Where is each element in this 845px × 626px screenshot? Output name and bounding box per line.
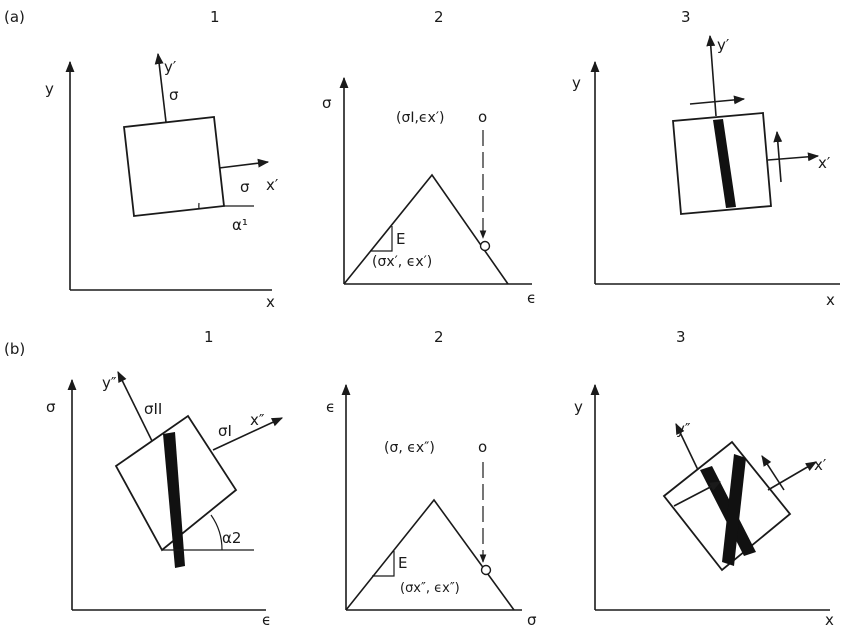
- panel-b1-crack-band: [163, 432, 185, 568]
- panel-a2-label-E: E: [396, 230, 405, 248]
- panel-b2-state-point: [480, 564, 492, 576]
- panel-a1-label-yprime: y′: [164, 58, 177, 76]
- panel-a1-x-prime-arrow: [218, 158, 270, 169]
- panel-a3-label-xprime: x′: [818, 154, 831, 172]
- panel-a1-label-sigma-y: σ: [169, 86, 179, 104]
- panel-b2-axis-x-label: σ: [527, 611, 537, 626]
- row-a: (a) 1 y x y′ σ σ x′ α¹ 2 σ ϵ: [4, 8, 840, 311]
- panel-a3-normal-arrow-top: [689, 95, 746, 105]
- panel-a2-slope-triangle: [370, 226, 393, 252]
- panel-b3-crack-band-2: [722, 454, 746, 566]
- panel-b3-normal-arrow-left: [673, 481, 721, 507]
- panel-b3: 3 y x y″ x′: [574, 328, 834, 626]
- panel-a2-state-point: [479, 240, 491, 252]
- panel-a2-label-o: o: [478, 108, 487, 126]
- panel-b1-label-sigma-II: σII: [144, 400, 162, 418]
- panel-b2-label-E: E: [398, 554, 407, 572]
- panel-b2-number: 2: [434, 328, 444, 346]
- panel-b2-label-o: o: [478, 438, 487, 456]
- panel-a3-shear-arrow-right: [773, 130, 783, 183]
- panel-a3-number: 3: [681, 8, 691, 26]
- panel-b2-slope-triangle: [372, 551, 395, 577]
- panel-b2-axis-y-label: ϵ: [326, 398, 335, 416]
- panel-a2-axis-x-label: ϵ: [527, 289, 536, 307]
- panel-a2: 2 σ ϵ E (σI,ϵx′) o (σx′, ϵx′): [322, 8, 536, 307]
- panel-b3-label-ydoubleprime: y″: [676, 420, 691, 438]
- panel-a2-number: 2: [434, 8, 444, 26]
- panel-b1: 1 σ ϵ y″ σII σI x″ α2: [46, 328, 284, 626]
- panel-a1-label-sigma-x: σ: [240, 178, 250, 196]
- panel-b3-number: 3: [676, 328, 686, 346]
- panel-b1-x-double-prime-arrow: [212, 417, 284, 451]
- panel-b3-axis-x-label: x: [825, 611, 834, 626]
- row-a-label: (a): [4, 8, 25, 26]
- panel-a2-axis-y-label: σ: [322, 94, 332, 112]
- panel-b2: 2 ϵ σ E (σ, ϵx″) o (σx″, ϵx″): [326, 328, 537, 626]
- panel-b1-number: 1: [204, 328, 214, 346]
- panel-a3-label-yprime: y′: [717, 36, 730, 54]
- panel-b3-axis-y-label: y: [574, 398, 583, 416]
- panel-b3-shear-arrow-right: [761, 455, 785, 491]
- panel-a1-axis-x-label: x: [266, 293, 275, 311]
- panel-b2-label-start-point: (σ, ϵx″): [384, 440, 435, 456]
- panel-a1-y-prime-arrow: [154, 52, 167, 123]
- panel-a1-element: [123, 116, 225, 217]
- row-b-label: (b): [4, 340, 25, 358]
- panel-a2-label-start-point: (σI,ϵx′): [396, 110, 444, 126]
- panel-a2-label-end-point: (σx′, ϵx′): [372, 254, 432, 270]
- panel-b1-angle-arc: [210, 514, 223, 551]
- panel-b1-axis-y-label: σ: [46, 398, 56, 416]
- panel-b3-y-double-prime-arrow: [675, 422, 699, 471]
- panel-b1-label-sigma-I: σI: [218, 422, 232, 440]
- panel-b1-label-ydoubleprime: y″: [102, 374, 117, 392]
- panel-a1-axis-y-label: y: [45, 80, 54, 98]
- panel-b1-y-double-prime-arrow: [117, 370, 153, 442]
- panel-a3: 3 y x y′ x′: [572, 8, 840, 309]
- panel-b1-label-alpha2: α2: [222, 529, 241, 547]
- panel-b1-axis-x-label: ϵ: [262, 611, 271, 626]
- panel-a3-y-prime-arrow: [706, 34, 717, 117]
- panel-a1-number: 1: [210, 8, 220, 26]
- panel-a3-axis-y-label: y: [572, 74, 581, 92]
- row-b: (b) 1 σ ϵ y″ σII σI x″ α2 2 ϵ σ: [4, 328, 834, 626]
- panel-a1: 1 y x y′ σ σ x′ α¹: [45, 8, 279, 311]
- panel-a1-label-xprime: x′: [266, 176, 279, 194]
- panel-b2-label-end-point: (σx″, ϵx″): [400, 581, 460, 596]
- panel-a3-axis-x-label: x: [826, 291, 835, 309]
- panel-b3-x-prime-arrow: [767, 461, 817, 491]
- panel-a3-crack-band: [713, 119, 736, 208]
- panel-a3-x-prime-arrow: [767, 152, 820, 162]
- panel-b1-label-xdoubleprime: x″: [250, 411, 265, 429]
- panel-a1-label-alpha: α¹: [232, 216, 248, 234]
- panel-b3-label-xprime: x′: [814, 456, 827, 474]
